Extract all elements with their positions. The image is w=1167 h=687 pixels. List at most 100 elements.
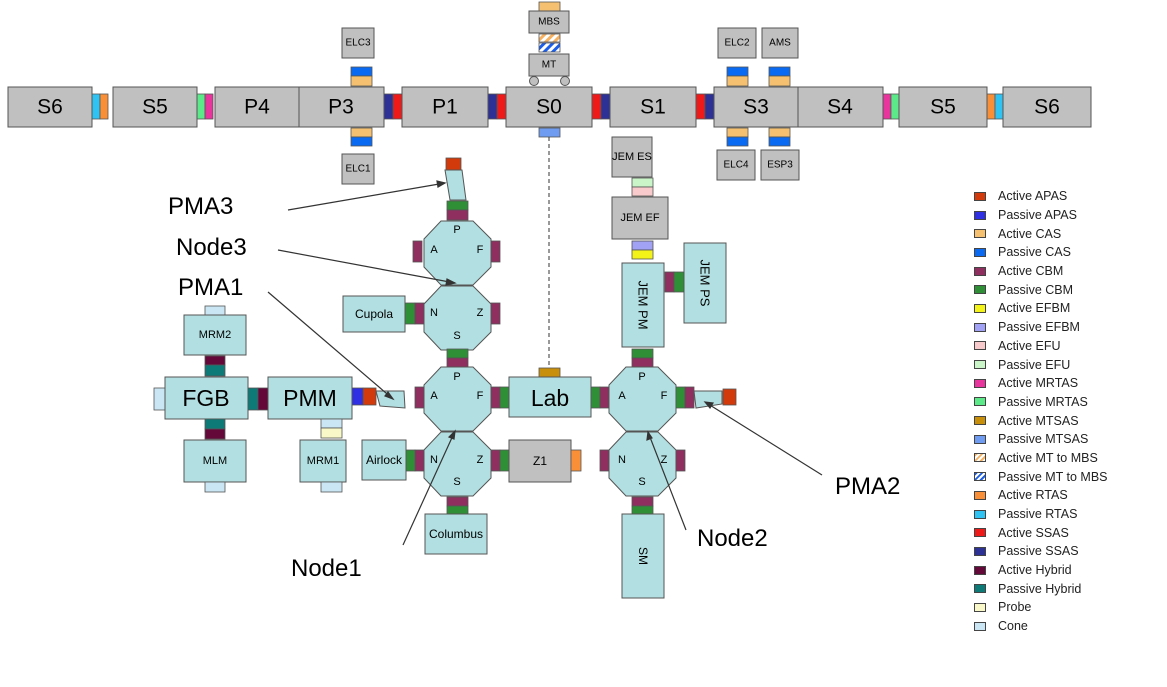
active-cas [768, 127, 791, 138]
module-label: ELC4 [723, 160, 748, 171]
truss-label: S4 [827, 96, 853, 119]
legend-item: Passive MT to MBS [974, 467, 1164, 486]
legend-item: Passive RTAS [974, 505, 1164, 524]
active-hybrid [257, 387, 269, 411]
port-label: S [453, 330, 460, 342]
passive-cas [726, 66, 749, 77]
port-label: P [453, 371, 460, 383]
legend-label: Passive MT to MBS [998, 469, 1108, 484]
legend-swatch [974, 528, 986, 538]
callout-arrows [267, 180, 823, 546]
cone [204, 305, 226, 316]
passive-cbm [631, 348, 654, 359]
truss-s5-left: S5 [112, 86, 198, 128]
legend-swatch [974, 266, 986, 276]
port-label: Z [477, 454, 484, 466]
port-label: Z [477, 307, 484, 319]
truss-label: S3 [743, 96, 769, 119]
port-label: A [618, 390, 626, 402]
truss-p4: P4 [214, 86, 300, 128]
passive-cbm [499, 386, 510, 409]
legend-swatch [974, 285, 986, 295]
active-cbm [664, 271, 675, 293]
port-label: S [638, 476, 645, 488]
cone [320, 481, 343, 493]
pma3 [444, 157, 469, 221]
passive-hybrid [204, 364, 226, 377]
truss-label: S5 [142, 96, 168, 119]
ams: AMS [761, 27, 799, 87]
legend-label: Active CBM [998, 264, 1064, 279]
jem-complex: JEM ES JEM EF JEM PM JEM PS [611, 136, 727, 368]
active-rtas-s6-left [99, 93, 109, 120]
truss-s6-left: S6 [7, 86, 93, 128]
truss-label: S6 [1034, 96, 1060, 119]
active-cas [768, 75, 791, 87]
legend-item: Active MT to MBS [974, 449, 1164, 468]
legend-label: Passive SSAS [998, 544, 1079, 559]
passive-rtas-s6-right [994, 93, 1004, 120]
cone [204, 481, 226, 493]
callout-pma1: PMA1 [178, 274, 244, 301]
elc1: ELC1 [341, 127, 375, 185]
legend-swatch [974, 247, 986, 257]
module-label: PMM [283, 385, 337, 411]
legend-item: Passive SSAS [974, 542, 1164, 561]
legend-swatch [974, 191, 986, 201]
legend-label: Cone [998, 619, 1028, 634]
passive-mtsas-s0 [538, 127, 561, 138]
module-label: FGB [182, 385, 229, 411]
passive-efu [631, 177, 654, 188]
legend-item: Active EFU [974, 337, 1164, 356]
legend-label: Active EFBM [998, 301, 1071, 316]
legend-item: Active Hybrid [974, 561, 1164, 580]
mt-wheel-right [560, 76, 570, 86]
jem-es: JEM ES [611, 136, 653, 178]
legend-item: Active MRTAS [974, 374, 1164, 393]
port-label: F [477, 390, 484, 402]
truss-label: P1 [432, 96, 458, 119]
z1: Z1 [508, 439, 572, 483]
pma3-adapter [444, 169, 467, 201]
truss-label: S1 [640, 96, 666, 119]
active-rtas-z1 [570, 449, 582, 472]
active-apas-pma1 [362, 387, 377, 406]
active-efbm [631, 249, 654, 260]
active-cbm [446, 209, 469, 221]
pmm: Airlock [361, 439, 407, 481]
arrowhead [703, 401, 714, 410]
port-label: N [618, 454, 626, 466]
callout-pma3: PMA3 [168, 193, 234, 220]
callout-node3: Node3 [176, 234, 247, 261]
port-label: P [453, 224, 460, 236]
legend-label: Probe [998, 600, 1032, 615]
legend-label: Passive MRTAS [998, 394, 1088, 409]
passive-cbm [446, 348, 469, 359]
active-apas [445, 157, 462, 171]
active-cas [350, 127, 373, 138]
legend-swatch [974, 546, 986, 556]
active-apas [722, 388, 737, 406]
truss-label: P3 [328, 96, 354, 119]
active-cbm [631, 496, 654, 507]
legend-label: Active CAS [998, 226, 1062, 241]
active-cbm [675, 449, 686, 472]
truss-p1: P1 [401, 86, 489, 128]
port-label: N [430, 454, 438, 466]
legend-swatch [974, 229, 986, 239]
passive-mrtas-right [890, 93, 900, 120]
elc3: ELC3 [341, 27, 375, 87]
arrowhead [384, 390, 395, 401]
legend-item: Probe [974, 598, 1164, 617]
node1: P A F N S Z [405, 366, 510, 516]
active-cbm [414, 386, 425, 409]
passive-ssas-p3 [383, 93, 394, 120]
passive-cas [726, 136, 749, 147]
cupola: Cupola [342, 295, 406, 333]
node2-upper [608, 366, 677, 432]
legend-item: Passive APAS [974, 206, 1164, 225]
legend-item: Passive Hybrid [974, 579, 1164, 598]
pma2-adapter [693, 390, 723, 409]
fgb: PMM [267, 376, 353, 420]
truss-label: P4 [244, 96, 270, 119]
